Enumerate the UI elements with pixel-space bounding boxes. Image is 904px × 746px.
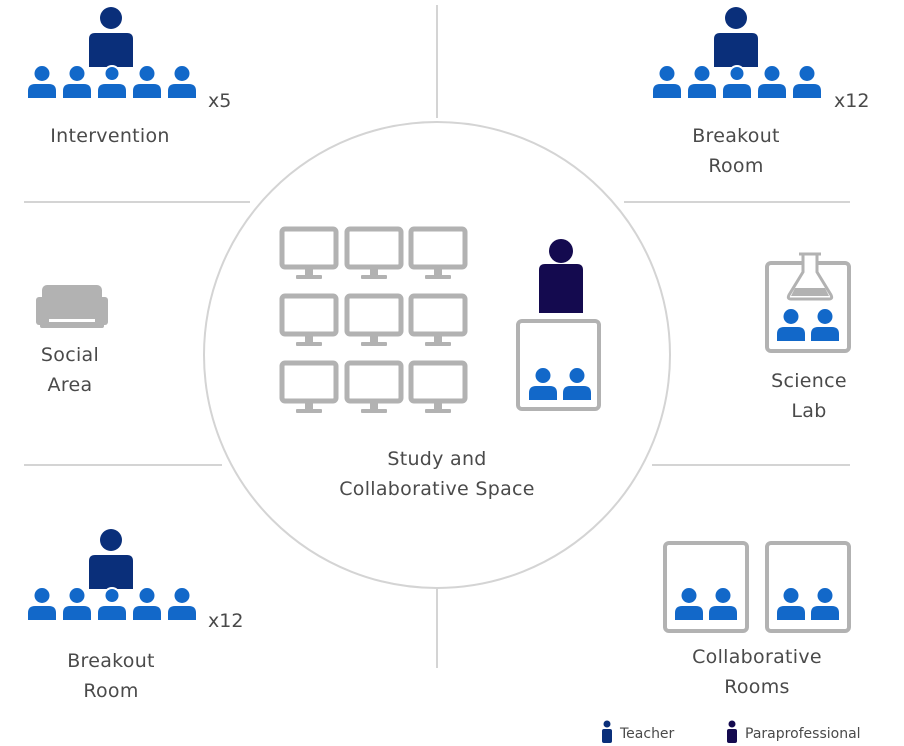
student-figure xyxy=(63,66,91,98)
student-figure xyxy=(723,65,751,98)
monitor-grid xyxy=(279,226,468,413)
study-space-circle xyxy=(203,121,671,589)
paraprofessional-figure xyxy=(539,239,583,313)
student-figure xyxy=(98,587,126,620)
legend-paraprofessional-label: Paraprofessional xyxy=(745,726,861,742)
student-figure xyxy=(563,368,591,400)
student-figure xyxy=(688,66,716,98)
science-lab-students xyxy=(777,309,839,341)
collab-rooms-label-line2: Rooms xyxy=(724,676,790,698)
student-figure xyxy=(133,588,161,620)
monitor-icon xyxy=(408,360,468,413)
monitor-icon xyxy=(344,226,404,279)
breakout-top-label-line2: Room xyxy=(708,155,764,177)
breakout-top-multiplier: x12 xyxy=(834,90,870,112)
monitor-icon xyxy=(408,293,468,346)
student-figure xyxy=(777,588,805,620)
collab-rooms-label-line1: Collaborative xyxy=(692,646,822,668)
teacher-figure xyxy=(714,7,758,67)
student-figure xyxy=(653,66,681,98)
student-figure xyxy=(793,66,821,98)
small-room-box xyxy=(516,319,601,411)
intervention-label: Intervention xyxy=(50,125,170,147)
sofa-icon xyxy=(36,285,108,328)
breakout-room-top-group xyxy=(653,7,821,98)
science-lab-label-line1: Science xyxy=(771,370,847,392)
student-figure xyxy=(133,66,161,98)
student-figure xyxy=(811,309,839,341)
intervention-multiplier: x5 xyxy=(208,90,232,112)
monitor-icon xyxy=(279,360,339,413)
quadrant-dividers xyxy=(24,5,850,668)
social-area-label-line2: Area xyxy=(47,374,93,396)
monitor-icon xyxy=(279,226,339,279)
legend-paraprofessional-icon xyxy=(727,720,737,743)
student-figure xyxy=(168,588,196,620)
legend-teacher-label: Teacher xyxy=(620,726,675,742)
student-figure xyxy=(28,66,56,98)
intervention-group xyxy=(28,7,196,98)
breakout-bottom-multiplier: x12 xyxy=(208,610,244,632)
student-figure xyxy=(63,588,91,620)
monitor-icon xyxy=(279,293,339,346)
monitor-icon xyxy=(344,360,404,413)
student-figure xyxy=(777,309,805,341)
monitor-icon xyxy=(344,293,404,346)
student-figure xyxy=(675,588,703,620)
social-area-label-line1: Social xyxy=(40,344,100,366)
flask-icon xyxy=(786,252,834,301)
breakout-bottom-label-line2: Room xyxy=(83,680,139,702)
student-figure xyxy=(168,66,196,98)
student-figure xyxy=(709,588,737,620)
student-figure xyxy=(28,588,56,620)
breakout-top-label-line1: Breakout xyxy=(692,125,780,147)
collab-room-2-box xyxy=(765,541,851,633)
teacher-figure xyxy=(89,529,133,589)
study-space-label-line1: Study and xyxy=(387,448,487,470)
student-figure xyxy=(758,66,786,98)
small-room-students xyxy=(529,368,591,400)
breakout-room-bottom-group xyxy=(28,529,196,620)
science-lab-label-line2: Lab xyxy=(791,400,827,422)
teacher-figure xyxy=(89,7,133,67)
student-figure xyxy=(529,368,557,400)
collab-room-students xyxy=(675,588,839,620)
collab-room-1-box xyxy=(663,541,749,633)
study-space-label-line2: Collaborative Space xyxy=(339,478,535,500)
monitor-icon xyxy=(408,226,468,279)
legend-teacher-icon xyxy=(602,720,612,743)
breakout-bottom-label-line1: Breakout xyxy=(67,650,155,672)
student-figure xyxy=(811,588,839,620)
student-figure xyxy=(98,65,126,98)
